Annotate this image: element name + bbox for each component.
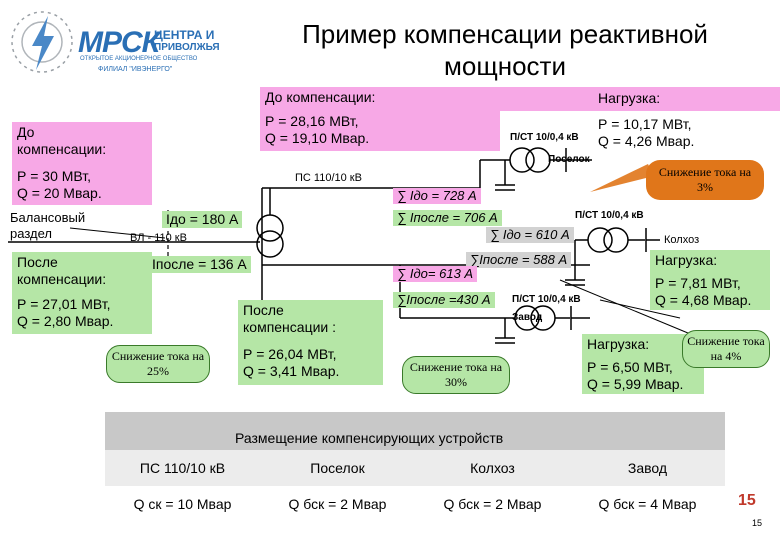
center-after-p: Р = 26,04 МВт, bbox=[243, 346, 337, 362]
load-poselok-label: Нагрузка: bbox=[598, 90, 661, 106]
callout-pointer-poselok bbox=[590, 164, 654, 192]
load-poselok-p: Р = 10,17 МВт, bbox=[598, 116, 692, 132]
center-after-label1: После bbox=[243, 302, 284, 318]
logo-line2: ПРИВОЛЖЬЯ bbox=[154, 42, 220, 53]
left-before-label1: До bbox=[17, 124, 35, 140]
load-poselok-values: Р = 10,17 МВт, Q = 4,26 Мвар. bbox=[598, 116, 694, 150]
logo-branch: ФИЛИАЛ "ИВЭНЕРГО" bbox=[98, 66, 173, 73]
zavod-label: Завод bbox=[512, 312, 543, 323]
page-number-small: 15 bbox=[752, 518, 763, 528]
load-kolkhoz-p: Р = 7,81 МВт, bbox=[655, 275, 741, 291]
kolkhoz-label: Колхоз bbox=[664, 234, 700, 246]
center-after-box: После компенсации : Р = 26,04 МВт, Q = 3… bbox=[238, 300, 383, 385]
ps-poselok-label: П/СТ 10/0,4 кВ bbox=[510, 132, 579, 143]
ps-main-label: ПС 110/10 кВ bbox=[295, 172, 362, 184]
balance-label: Балансовый раздел bbox=[10, 210, 85, 242]
load-kolkhoz-label: Нагрузка: bbox=[655, 252, 718, 268]
page-title: Пример компенсации реактивной мощности bbox=[230, 18, 780, 82]
logo-tagline: ОТКРЫТОЕ АКЦИОНЕРНОЕ ОБЩЕСТВО bbox=[80, 56, 198, 62]
page-number-big: 15 bbox=[738, 492, 756, 509]
left-after-p: Р = 27,01 МВт, bbox=[17, 296, 111, 312]
load-poselok-q: Q = 4,26 Мвар. bbox=[598, 133, 695, 149]
placement-header-ps: ПС 110/10 кВ bbox=[139, 460, 226, 476]
placement-value-zavod: Q бск = 4 Мвар bbox=[598, 496, 697, 512]
left-before-box: До компенсации: Р = 30 МВт, Q = 20 Мвар. bbox=[12, 122, 152, 205]
ps-kolkhoz-label: П/СТ 10/0,4 кВ bbox=[575, 210, 644, 221]
title-line1: Пример компенсации реактивной bbox=[302, 19, 708, 49]
reduction-zavod-text: Снижение тока на 30% bbox=[409, 360, 503, 389]
top-before-p: Р = 28,16 МВт, bbox=[265, 113, 359, 129]
company-logo: МРСК ЦЕНТРА И ПРИВОЛЖЬЯ ОТКРЫТОЕ АКЦИОНЕ… bbox=[0, 0, 230, 84]
sum-before-3: ∑ Iдо= 613 А bbox=[393, 266, 478, 282]
reduction-main-text: Снижение тока на 25% bbox=[111, 349, 205, 378]
top-before-values: Р = 28,16 МВт, Q = 19,10 Мвар. bbox=[260, 111, 500, 151]
i-after-main: Iпосле = 136 А bbox=[148, 256, 251, 273]
title-line2: мощности bbox=[444, 51, 566, 81]
logo-line1: ЦЕНТРА И bbox=[154, 28, 215, 42]
placement-header-row bbox=[105, 450, 725, 486]
placement-title-bar bbox=[105, 412, 725, 450]
logo-name: МРСК bbox=[78, 26, 160, 59]
load-zavod-p: Р = 6,50 МВт, bbox=[587, 359, 673, 375]
load-zavod-q: Q = 5,99 Мвар. bbox=[587, 376, 684, 392]
load-kolkhoz-box: Нагрузка: Р = 7,81 МВт, Q = 4,68 Мвар. bbox=[650, 250, 770, 310]
balance-line1: Балансовый bbox=[10, 210, 86, 225]
left-before-label2: компенсации: bbox=[17, 141, 107, 157]
left-before-q: Q = 20 Мвар. bbox=[17, 185, 102, 201]
main-transformer-coil-2 bbox=[256, 230, 284, 258]
center-after-label2: компенсации : bbox=[243, 319, 337, 335]
reduction-zavod-callout: Снижение тока на 30% bbox=[402, 356, 510, 394]
sum-after-1: ∑ Iпосле = 706 А bbox=[393, 210, 502, 226]
sum-before-1: ∑ Iдо = 728 А bbox=[393, 188, 481, 204]
placement-value-poselok: Q бск = 2 Мвар bbox=[288, 496, 387, 512]
left-after-label2: компенсации: bbox=[17, 271, 107, 287]
placement-value-row bbox=[105, 486, 725, 524]
placement-title: Размещение компенсирующих устройств bbox=[235, 430, 504, 446]
top-before-label: До компенсации: bbox=[265, 89, 376, 105]
ps-zavod-label: П/СТ 10/0,4 кВ bbox=[512, 294, 581, 305]
line-110kv-label: ВЛ - 110 кВ bbox=[130, 232, 187, 244]
placement-value-kolkhoz: Q бск = 2 Мвар bbox=[443, 496, 542, 512]
left-after-label1: После bbox=[17, 254, 58, 270]
logo-emblem bbox=[11, 11, 73, 73]
reduction-kolkhoz-text: Снижение тока на 4% bbox=[687, 334, 765, 363]
placement-table: Размещение компенсирующих устройств ПС 1… bbox=[105, 412, 725, 524]
placement-header-zavod: Завод bbox=[627, 460, 668, 476]
balance-line2: раздел bbox=[10, 226, 52, 241]
reduction-main-callout: Снижение тока на 25% bbox=[106, 345, 210, 383]
i-before-main: Iдо = 180 А bbox=[162, 211, 243, 228]
left-after-q: Q = 2,80 Мвар. bbox=[17, 313, 114, 329]
sum-after-2: ∑Iпосле = 588 А bbox=[466, 252, 572, 268]
sum-after-3: ∑Iпосле =430 А bbox=[393, 292, 495, 308]
left-after-box: После компенсации: Р = 27,01 МВт, Q = 2,… bbox=[12, 252, 152, 334]
top-before-q: Q = 19,10 Мвар. bbox=[265, 130, 370, 146]
placement-header-poselok: Поселок bbox=[310, 460, 365, 476]
left-before-p: Р = 30 МВт, bbox=[17, 168, 92, 184]
reduction-poselok-callout: Снижение тока на 3% bbox=[646, 160, 764, 200]
poselok-label: Поселок bbox=[548, 154, 590, 165]
top-before-label-box: До компенсации: bbox=[260, 87, 780, 111]
main-transformer-coil-1 bbox=[256, 214, 284, 242]
load-zavod-label: Нагрузка: bbox=[587, 336, 650, 352]
center-after-q: Q = 3,41 Мвар. bbox=[243, 363, 340, 379]
reduction-poselok-text: Снижение тока на 3% bbox=[658, 165, 752, 194]
placement-header-kolkhoz: Колхоз bbox=[470, 460, 515, 476]
load-kolkhoz-q: Q = 4,68 Мвар. bbox=[655, 292, 752, 308]
placement-value-ps: Q ск = 10 Мвар bbox=[133, 496, 232, 512]
reduction-kolkhoz-callout: Снижение тока на 4% bbox=[682, 330, 770, 368]
sum-before-2: ∑ Iдо = 610 А bbox=[486, 227, 574, 243]
